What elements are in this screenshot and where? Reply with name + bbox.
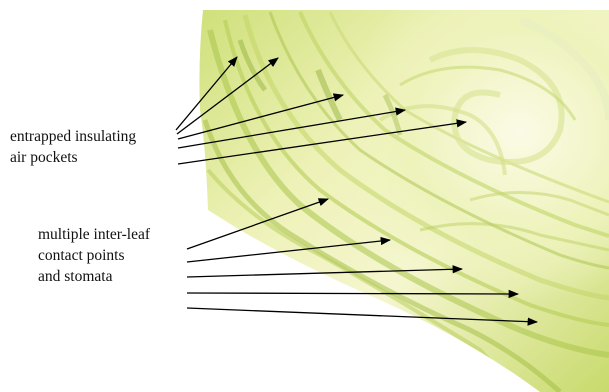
air-pockets-label-line-2: air pockets: [10, 147, 136, 168]
lettuce-image: [199, 10, 609, 392]
air-pockets-label-line-1: entrapped insulating: [10, 126, 136, 147]
contact-points-label-line-3: and stomata: [38, 266, 150, 287]
air-pockets-label: entrapped insulating air pockets: [10, 126, 136, 168]
contact-points-label-line-2: contact points: [38, 245, 150, 266]
contact-points-label: multiple inter-leaf contact points and s…: [38, 224, 150, 287]
contact-points-label-line-1: multiple inter-leaf: [38, 224, 150, 245]
